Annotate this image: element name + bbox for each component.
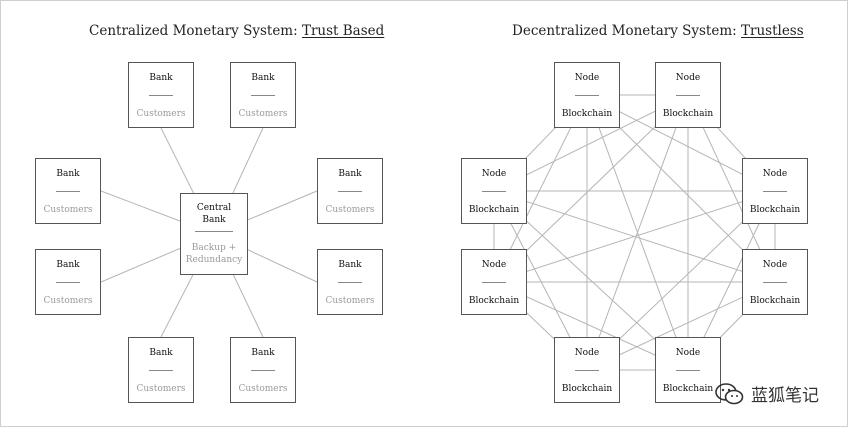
- centralized-title: Centralized Monetary System: Trust Based: [89, 23, 384, 39]
- wechat-icon: [715, 382, 744, 404]
- connector-line: [493, 190, 776, 283]
- bank-label: Bank: [251, 73, 275, 83]
- node-box: Node Blockchain: [554, 337, 620, 403]
- divider: [763, 191, 787, 192]
- node-sub: Blockchain: [561, 109, 613, 119]
- node-label: Node: [762, 169, 788, 179]
- bank-sub: Customers: [238, 109, 288, 119]
- node-box: Node Blockchain: [742, 158, 808, 224]
- bank-sub: Customers: [43, 205, 93, 215]
- central-bank-sub-line1: Backup +: [191, 243, 237, 253]
- node-sub: Blockchain: [468, 296, 520, 306]
- central-bank-label-line1: Central: [196, 203, 232, 213]
- divider: [676, 370, 700, 371]
- bank-box: Bank Customers: [128, 62, 194, 128]
- node-sub: Blockchain: [749, 296, 801, 306]
- connector-line: [586, 94, 689, 371]
- divider: [482, 191, 506, 192]
- node-box: Node Blockchain: [461, 158, 527, 224]
- node-sub: Blockchain: [662, 109, 714, 119]
- divider: [676, 95, 700, 96]
- divider: [149, 370, 173, 371]
- divider: [251, 95, 275, 96]
- node-sub: Blockchain: [662, 384, 714, 394]
- bank-box: Bank Customers: [317, 158, 383, 224]
- node-label: Node: [481, 260, 507, 270]
- central-bank-label: Central Bank: [181, 202, 247, 226]
- bank-label: Bank: [149, 73, 173, 83]
- bank-box: Bank Customers: [35, 158, 101, 224]
- bank-label: Bank: [338, 169, 362, 179]
- bank-label: Bank: [338, 260, 362, 270]
- node-sub: Blockchain: [468, 205, 520, 215]
- bank-label: Bank: [149, 348, 173, 358]
- node-box: Node Blockchain: [655, 62, 721, 128]
- bank-box: Bank Customers: [128, 337, 194, 403]
- bank-label: Bank: [56, 260, 80, 270]
- bank-sub: Customers: [136, 384, 186, 394]
- centralized-title-prefix: Centralized Monetary System:: [89, 23, 302, 39]
- divider: [763, 282, 787, 283]
- decentralized-title-emphasis: Trustless: [741, 23, 804, 39]
- divider: [338, 282, 362, 283]
- node-label: Node: [481, 169, 507, 179]
- bank-sub: Customers: [43, 296, 93, 306]
- divider: [195, 231, 233, 232]
- central-bank-box: Central Bank Backup + Redundancy: [180, 193, 248, 275]
- bank-sub: Customers: [325, 205, 375, 215]
- bank-sub: Customers: [238, 384, 288, 394]
- central-bank-label-line2: Bank: [202, 215, 226, 225]
- divider: [56, 191, 80, 192]
- centralized-title-emphasis: Trust Based: [301, 23, 385, 39]
- node-box: Node Blockchain: [461, 249, 527, 315]
- node-box: Node Blockchain: [554, 62, 620, 128]
- node-sub: Blockchain: [749, 205, 801, 215]
- node-box: Node Blockchain: [655, 337, 721, 403]
- divider: [56, 282, 80, 283]
- bank-box: Bank Customers: [230, 62, 296, 128]
- node-sub: Blockchain: [561, 384, 613, 394]
- watermark-text: 蓝狐笔记: [751, 386, 819, 406]
- bank-box: Bank Customers: [317, 249, 383, 315]
- bank-label: Bank: [251, 348, 275, 358]
- divider: [338, 191, 362, 192]
- divider: [575, 95, 599, 96]
- watermark: 蓝狐笔记: [715, 381, 819, 406]
- node-label: Node: [574, 73, 600, 83]
- divider: [149, 95, 173, 96]
- node-label: Node: [574, 348, 600, 358]
- bank-sub: Customers: [136, 109, 186, 119]
- central-bank-sub: Backup + Redundancy: [181, 242, 247, 266]
- bank-box: Bank Customers: [35, 249, 101, 315]
- bank-box: Bank Customers: [230, 337, 296, 403]
- decentralized-title-prefix: Decentralized Monetary System:: [512, 23, 741, 39]
- bank-sub: Customers: [325, 296, 375, 306]
- divider: [482, 282, 506, 283]
- node-box: Node Blockchain: [742, 249, 808, 315]
- node-label: Node: [675, 73, 701, 83]
- node-label: Node: [762, 260, 788, 270]
- node-label: Node: [675, 348, 701, 358]
- divider: [575, 370, 599, 371]
- bank-label: Bank: [56, 169, 80, 179]
- central-bank-sub-line2: Redundancy: [185, 255, 243, 265]
- decentralized-title: Decentralized Monetary System: Trustless: [512, 23, 804, 39]
- divider: [251, 370, 275, 371]
